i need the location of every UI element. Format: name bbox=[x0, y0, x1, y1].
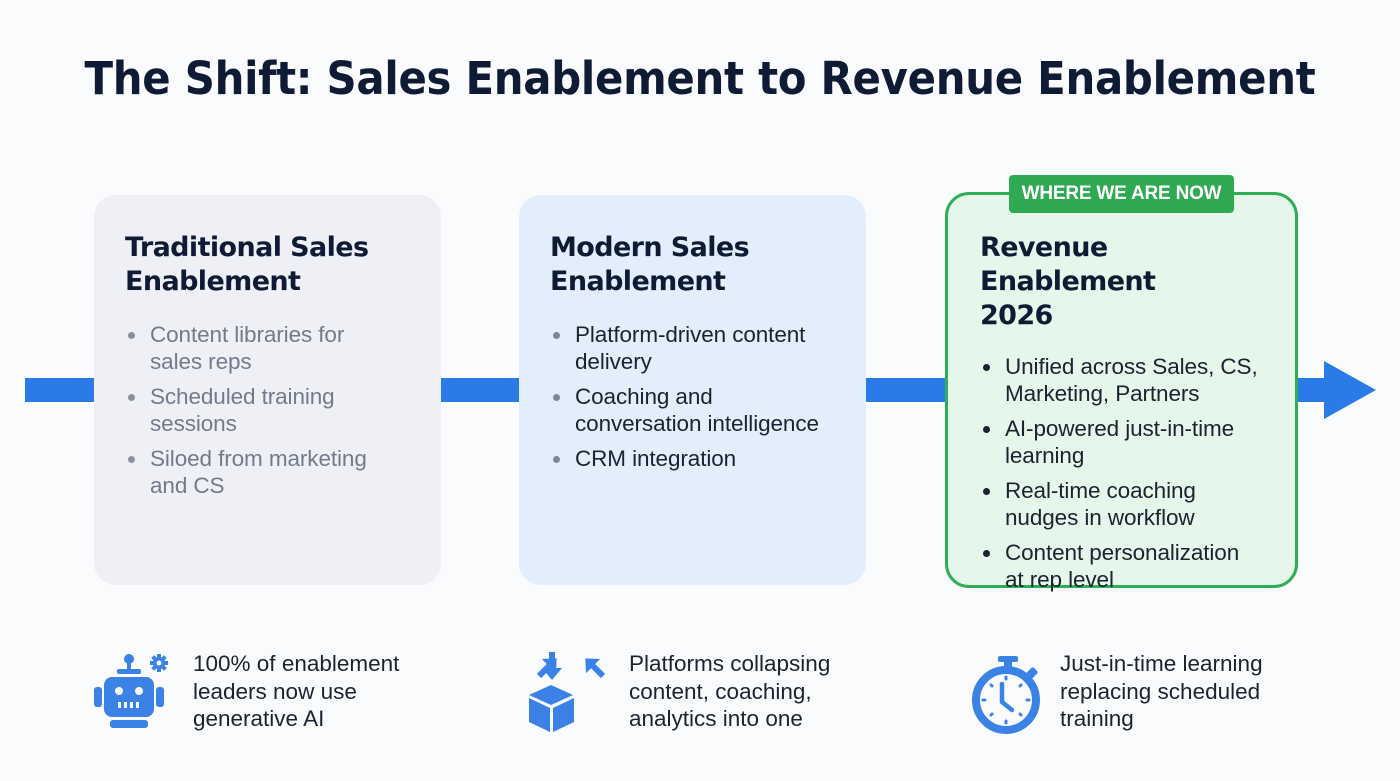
bullet-icon bbox=[983, 364, 990, 371]
bullet-icon bbox=[553, 332, 560, 339]
flow-line-segment bbox=[866, 378, 945, 402]
bullet-icon bbox=[983, 426, 990, 433]
bullet-icon bbox=[128, 332, 135, 339]
bullet-icon bbox=[128, 456, 135, 463]
stage-title-line: Revenue Enablement bbox=[980, 232, 1156, 297]
stage-title-line: Modern Sales bbox=[550, 232, 750, 263]
page-title: The Shift: Sales Enablement to Revenue E… bbox=[84, 52, 1316, 105]
converge-box-icon bbox=[529, 652, 606, 732]
bullet-icon bbox=[128, 394, 135, 401]
flow-line-segment bbox=[441, 378, 519, 402]
bullet-icon bbox=[983, 550, 990, 557]
stage-title-line: Enablement bbox=[125, 266, 301, 297]
stage-title-line: 2026 bbox=[980, 300, 1053, 331]
bullet-icon bbox=[983, 488, 990, 495]
list-item: Unified across Sales, CS,Marketing, Part… bbox=[980, 353, 1267, 407]
flow-line-segment bbox=[1298, 378, 1326, 402]
flow-line-segment bbox=[25, 378, 94, 402]
stage-title: Traditional Sales Enablement bbox=[125, 231, 411, 299]
stage-card-traditional: Traditional Sales Enablement Content lib… bbox=[94, 195, 441, 585]
stage-title: Revenue Enablement 2026 bbox=[980, 231, 1267, 333]
bullet-icon bbox=[553, 456, 560, 463]
arrow-head-icon bbox=[1324, 361, 1376, 419]
list-item: CRM integration bbox=[550, 445, 836, 472]
stage-title-line: Enablement bbox=[550, 266, 726, 297]
stage-title-line: Traditional Sales bbox=[125, 232, 369, 263]
stopwatch-icon bbox=[972, 656, 1040, 734]
stage-card-revenue-enablement: Revenue Enablement 2026 Unified across S… bbox=[945, 192, 1298, 592]
stage-card-modern: Modern Sales Enablement Platform-driven … bbox=[519, 195, 866, 585]
stage-bullet-list: Unified across Sales, CS,Marketing, Part… bbox=[980, 353, 1267, 593]
stat-text: 100% of enablement leaders now use gener… bbox=[193, 651, 400, 731]
bullet-icon bbox=[553, 394, 560, 401]
current-stage-badge: WHERE WE ARE NOW bbox=[1009, 175, 1234, 213]
stage-title: Modern Sales Enablement bbox=[550, 231, 836, 299]
robot-icon bbox=[94, 654, 168, 728]
stat-text: Platforms collapsing content, coaching, … bbox=[629, 651, 831, 731]
stat-text: Just-in-time learning replacing schedule… bbox=[1060, 651, 1263, 731]
